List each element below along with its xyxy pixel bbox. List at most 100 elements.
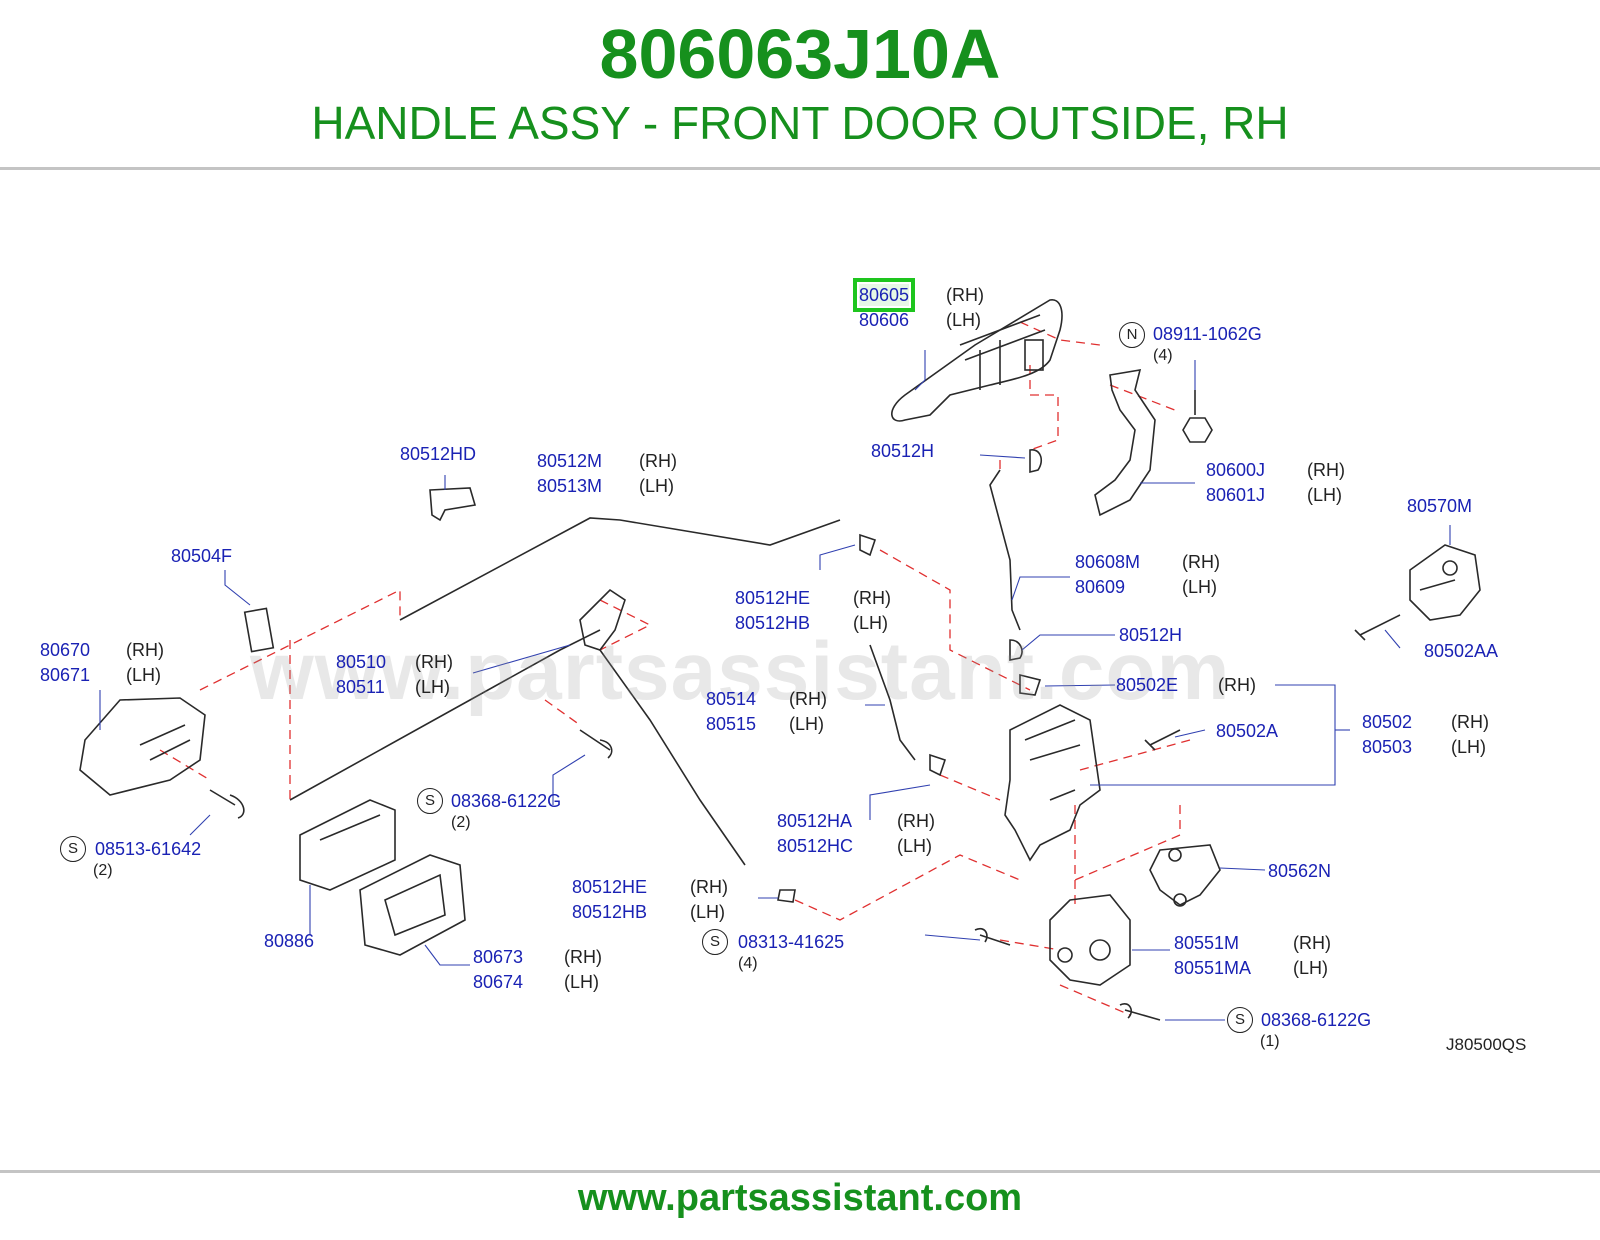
callout-08368-6122G-lower[interactable]: 08368-6122G — [1261, 1010, 1372, 1030]
escutcheon-80673 — [359, 854, 466, 956]
callout-suffix: (LH) — [415, 677, 450, 697]
callout-80605-highlighted[interactable]: 80605 — [852, 278, 916, 312]
callout-80512HA[interactable]: 80512HA — [777, 811, 853, 831]
header-divider — [0, 167, 1600, 170]
callout-suffix: (LH) — [946, 310, 981, 330]
callout-80512HC[interactable]: 80512HC — [777, 836, 854, 856]
callout-suffix: (RH) — [564, 947, 602, 967]
callout-80674[interactable]: 80674 — [473, 972, 524, 992]
callout-80504F[interactable]: 80504F — [171, 546, 233, 566]
quantity-label: (2) — [451, 814, 471, 831]
callout-suffix: (RH) — [946, 285, 984, 305]
watermark-text: www.partsassistant.com — [250, 626, 1231, 717]
callout-80671[interactable]: 80671 — [40, 665, 91, 685]
callout-suffix: (LH) — [853, 613, 888, 633]
callout-suffix: (RH) — [897, 811, 935, 831]
leader-lines — [99, 350, 1451, 1021]
rod-80608M — [989, 469, 1021, 631]
part-drawings — [79, 299, 1481, 1021]
rod-80510 — [289, 629, 601, 801]
callout-80502E[interactable]: 80502E — [1116, 675, 1179, 695]
prefix-badge-s: S — [702, 929, 728, 955]
callout-suffix: (LH) — [1182, 577, 1217, 597]
inside-handle-lever — [579, 588, 626, 651]
rod-80512M — [399, 517, 841, 621]
diagram-code: J80500QS — [1446, 1035, 1527, 1054]
callout-80570M[interactable]: 80570M — [1407, 496, 1473, 516]
callout-80512HE-upper[interactable]: 80512HE — [735, 588, 811, 608]
actuator-80562N — [1149, 844, 1221, 906]
rod-80514 — [869, 644, 916, 761]
door-handle-bracket-80600J — [1094, 369, 1156, 517]
bezel-80886 — [299, 799, 396, 891]
callout-80511[interactable]: 80511 — [336, 677, 385, 697]
callout-80513M[interactable]: 80513M — [537, 476, 603, 496]
callout-suffix: (RH) — [1307, 460, 1345, 480]
callout-suffix: (RH) — [789, 689, 827, 709]
outside-handle-80605 — [891, 299, 1063, 422]
callout-80512M[interactable]: 80512M — [537, 451, 603, 471]
part-description: HANDLE ASSY - FRONT DOOR OUTSIDE, RH — [311, 97, 1289, 149]
callout-80512H-lower[interactable]: 80512H — [1119, 625, 1183, 645]
callout-80512HE-lower[interactable]: 80512HE — [572, 877, 648, 897]
callout-suffix: (RH) — [126, 640, 164, 660]
callout-80562N[interactable]: 80562N — [1268, 861, 1332, 881]
callout-08513-61642[interactable]: 08513-61642 — [95, 839, 202, 859]
callout-80608M[interactable]: 80608M — [1075, 552, 1141, 572]
callout-08313-41625[interactable]: 08313-41625 — [738, 932, 845, 952]
callout-suffix: (LH) — [1451, 737, 1486, 757]
prefix-badge-s: S — [1227, 1007, 1253, 1033]
door-lock-80551M — [1049, 894, 1131, 986]
callout-80512HB-upper[interactable]: 80512HB — [735, 613, 811, 633]
callout-80886[interactable]: 80886 — [264, 931, 315, 951]
quantity-label: (1) — [1260, 1033, 1280, 1050]
callout-08911-1062G[interactable]: 08911-1062G — [1153, 324, 1262, 344]
footer-url-link[interactable]: www.partsassistant.com — [577, 1177, 1023, 1219]
callout-80512HD[interactable]: 80512HD — [400, 444, 477, 464]
callout-80670[interactable]: 80670 — [40, 640, 91, 660]
callout-80606[interactable]: 80606 — [859, 310, 910, 330]
callout-80673[interactable]: 80673 — [473, 947, 524, 967]
callout-80600J[interactable]: 80600J — [1206, 460, 1266, 480]
callout-80601J[interactable]: 80601J — [1206, 485, 1266, 505]
callout-suffix: (RH) — [1182, 552, 1220, 572]
part-number-title: 806063J10A — [599, 15, 1001, 93]
callout-80609[interactable]: 80609 — [1075, 577, 1126, 597]
quantity-label: (4) — [738, 955, 758, 972]
callout-80512H-upper[interactable]: 80512H — [871, 441, 935, 461]
callout-suffix: (RH) — [690, 877, 728, 897]
prefix-badge-n: N — [1119, 322, 1145, 348]
inside-handle-80670 — [79, 697, 206, 796]
callout-suffix: (RH) — [1218, 675, 1256, 695]
callout-suffix: (LH) — [1307, 485, 1342, 505]
callout-08368-6122G-upper[interactable]: 08368-6122G — [451, 791, 562, 811]
callout-suffix: (RH) — [1293, 933, 1331, 953]
door-lock-actuator-80502 — [1004, 704, 1101, 862]
callout-80514[interactable]: 80514 — [706, 689, 757, 709]
callout-80502A[interactable]: 80502A — [1216, 721, 1279, 741]
footer-divider — [0, 1170, 1600, 1173]
callout-suffix: (RH) — [853, 588, 891, 608]
callout-80512HB-lower[interactable]: 80512HB — [572, 902, 648, 922]
callout-suffix: (RH) — [415, 652, 453, 672]
callout-80551M[interactable]: 80551M — [1174, 933, 1240, 953]
callout-80503[interactable]: 80503 — [1362, 737, 1413, 757]
callout-suffix: (LH) — [639, 476, 674, 496]
callout-suffix: (RH) — [639, 451, 677, 471]
nut-08911 — [1182, 417, 1213, 443]
callout-suffix: (LH) — [564, 972, 599, 992]
callout-suffix: (LH) — [126, 665, 161, 685]
callout-80510[interactable]: 80510 — [336, 652, 387, 672]
callout-80515[interactable]: 80515 — [706, 714, 757, 734]
screw-08513 — [209, 789, 245, 819]
pad-80504F — [243, 607, 275, 653]
callout-suffix: (LH) — [897, 836, 932, 856]
callout-80551MA[interactable]: 80551MA — [1174, 958, 1252, 978]
quantity-label: (4) — [1153, 347, 1173, 364]
callout-80502AA[interactable]: 80502AA — [1424, 641, 1499, 661]
prefix-badge-s: S — [417, 788, 443, 814]
callout-suffix: (RH) — [1451, 712, 1489, 732]
callout-suffix: (LH) — [1293, 958, 1328, 978]
callout-80502[interactable]: 80502 — [1362, 712, 1413, 732]
